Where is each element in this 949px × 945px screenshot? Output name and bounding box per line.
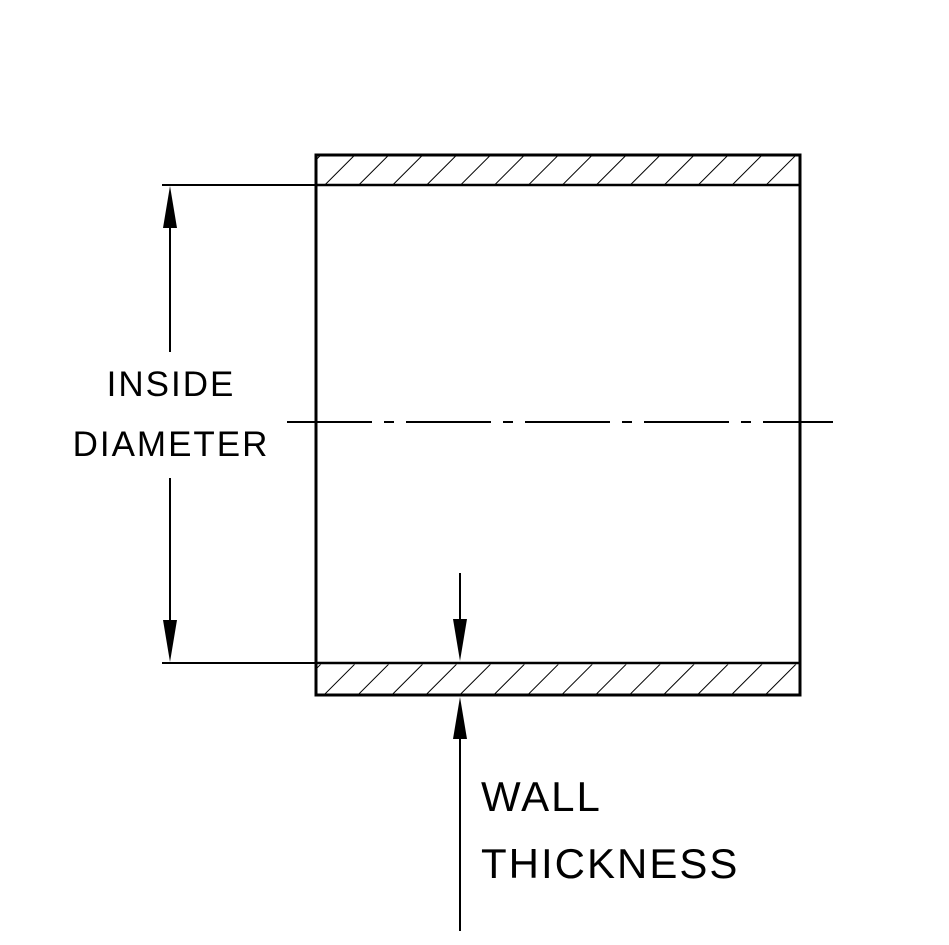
inside-diameter-label-line2: DIAMETER — [73, 425, 270, 464]
wall-thickness-label-line1: WALL — [481, 773, 602, 820]
wall-thickness-label-line2: THICKNESS — [481, 840, 739, 887]
top-wall-hatch — [317, 156, 799, 185]
bottom-wall-hatch — [317, 664, 799, 694]
inside-diameter-label-line1: INSIDE — [107, 365, 236, 404]
inside-diameter-up-arrow — [163, 186, 177, 228]
tube-outline — [314, 153, 802, 697]
wall-thickness-up-arrow — [453, 697, 467, 739]
wall-thickness-down-arrow — [453, 619, 467, 661]
inside-diameter-down-arrow — [163, 620, 177, 662]
